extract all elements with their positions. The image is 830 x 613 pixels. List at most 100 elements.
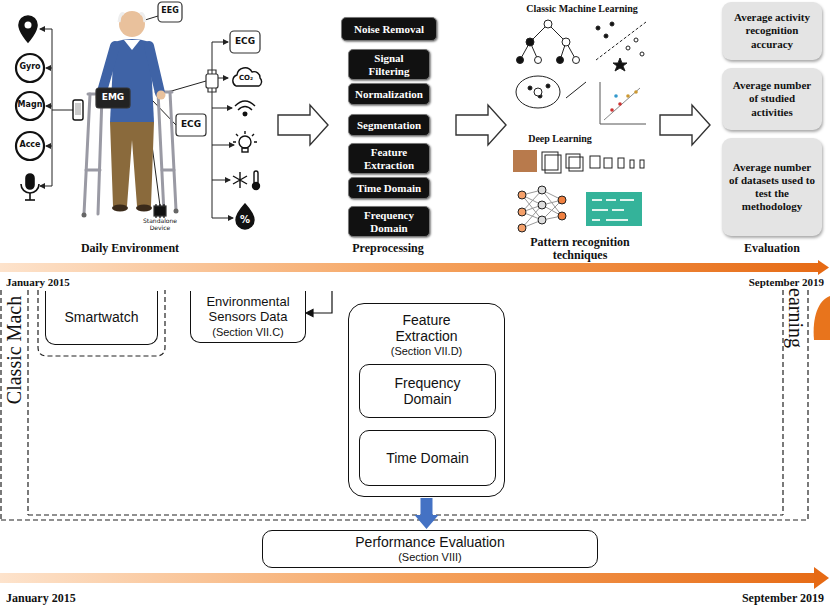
elderly-man-with-walker [110, 122, 154, 206]
process-step: Frequency Domain [348, 206, 430, 237]
node-title: Normalization [355, 88, 423, 101]
domain-box: Frequency Domain [359, 364, 496, 418]
pattern-recognition-picture [558, 196, 566, 204]
sensor-badges [158, 2, 182, 22]
node-title: Average activity recognition accuracy [727, 11, 817, 51]
pattern-recognition-picture [610, 108, 614, 112]
sensor-icons [25, 22, 32, 29]
timeline-date: September 2019 [700, 592, 824, 605]
sensor-wires [52, 110, 73, 111]
pattern-recognition-picture [528, 86, 532, 90]
process-step: Normalization [348, 83, 430, 105]
cropped-orange-shape [814, 296, 830, 340]
elderly-man-with-walker [149, 46, 160, 93]
sensor-wires [212, 145, 234, 146]
elderly-man-with-walker [84, 94, 90, 214]
device-caption: Standalone Device [134, 218, 186, 231]
metric-box: Average number of studied activities [722, 68, 822, 130]
sensor-badges [230, 31, 260, 53]
sensor-wires [46, 146, 52, 147]
sensor-icons [16, 92, 44, 120]
picture-heading: Classic Machine Learning [512, 3, 652, 15]
pattern-recognition-picture [592, 200, 634, 220]
sensor-icons [16, 54, 44, 82]
process-step: Signal Filtering [348, 49, 430, 80]
sensor-icons [16, 132, 44, 160]
environment-icons [253, 183, 260, 190]
device-box: Smartwatch [45, 291, 158, 345]
pattern-recognition-picture [604, 158, 612, 168]
pattern-recognition-picture [544, 20, 552, 28]
sensor-wires [46, 68, 52, 69]
environment-icons [236, 204, 254, 229]
sensor-tag: % [238, 214, 252, 225]
pattern-recognition-picture [634, 38, 638, 42]
node-title: Signal Filtering [353, 52, 425, 77]
domain-box: Time Domain [359, 430, 496, 486]
elderly-man-with-walker [119, 14, 145, 22]
pattern-recognition-picture [557, 57, 564, 64]
pattern-recognition-picture [586, 192, 642, 226]
timeline-arrow [0, 260, 829, 589]
sensor-tag: CO₂ [234, 75, 258, 83]
cropped-connector [306, 291, 332, 317]
sensor-badges [206, 74, 218, 88]
cropped-orange-shape [814, 296, 830, 340]
dashed-group-borders [28, 514, 783, 515]
pattern-recognition-picture [538, 201, 546, 209]
sensor-icons [26, 174, 34, 189]
pattern-recognition-picture [604, 34, 608, 38]
timeline-date: January 2015 [6, 592, 116, 605]
cropped-connector [312, 291, 332, 313]
process-step: Segmentation [348, 114, 430, 136]
sensor-wires [46, 106, 52, 107]
process-step: Time Domain [348, 177, 430, 199]
stage-arrows [278, 105, 328, 145]
sensor-tag: Gyro [16, 63, 44, 72]
dashed-group-borders [0, 290, 1, 520]
elderly-man-with-walker [82, 11, 179, 218]
timeline-arrow [0, 263, 820, 272]
sensor-wires [40, 186, 52, 187]
node-subtitle: (Section VII.C) [212, 326, 284, 339]
metric-box: Average number of datasets used to test … [722, 138, 822, 236]
elderly-man-with-walker [124, 40, 140, 50]
pattern-recognition-picture [520, 24, 576, 60]
pattern-recognition-picture [566, 82, 586, 98]
sensor-tag: ECG [176, 120, 206, 130]
pattern-recognition-picture [526, 38, 534, 46]
sensor-tag: ECG [230, 37, 260, 47]
sensor-wires [212, 42, 213, 218]
pattern-recognition-picture [538, 186, 546, 194]
sensor-wires [212, 42, 228, 43]
smartphone [73, 100, 83, 120]
pattern-recognition-picture [513, 20, 646, 232]
pattern-recognition-picture [513, 150, 537, 172]
elderly-man-with-walker [170, 92, 176, 210]
stage-label: Pattern recognition techniques [510, 236, 650, 261]
elderly-man-with-walker [136, 205, 152, 212]
elderly-man-with-walker [119, 11, 145, 37]
sensor-wires [145, 16, 158, 20]
node-title: Frequency Domain [373, 375, 483, 407]
node-title: Average number of datasets used to test … [727, 161, 817, 214]
pattern-recognition-picture [590, 156, 600, 168]
environment-icons [242, 148, 248, 152]
sensor-badges [96, 88, 130, 108]
sensor-tag: EMG [96, 93, 130, 103]
elderly-man-with-walker [86, 169, 100, 172]
elderly-man-with-walker [112, 205, 128, 212]
sensor-wires [168, 81, 206, 92]
pattern-recognition-picture [596, 22, 646, 60]
pattern-recognition-picture [518, 208, 526, 216]
pattern-recognition-picture [569, 157, 583, 171]
sensor-tag: Magn [16, 101, 44, 110]
pattern-recognition-picture [640, 52, 644, 56]
dashed-group-borders [27, 290, 28, 515]
environment-icons [243, 112, 247, 116]
section-box: Feature Extraction(Section VII.D)Frequen… [348, 303, 505, 497]
node-subtitle: (Section VII.D) [391, 345, 463, 358]
elderly-man-with-walker [174, 209, 179, 214]
sensor-badges [154, 206, 166, 216]
sensor-badges [176, 114, 206, 136]
